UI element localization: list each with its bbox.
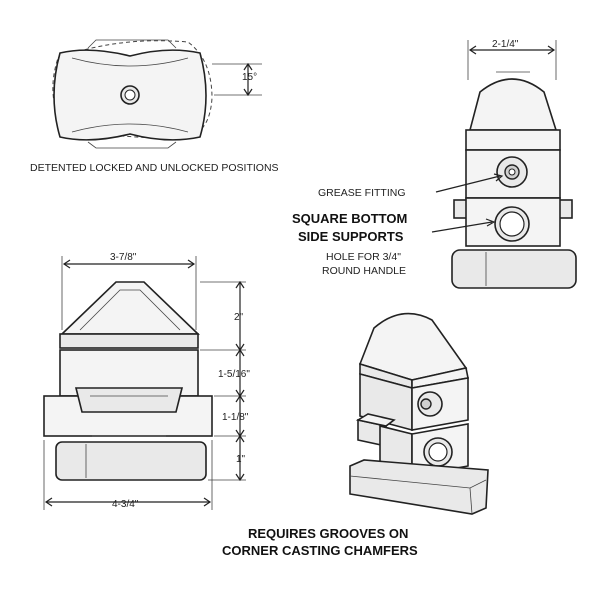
isometric-view bbox=[349, 312, 489, 515]
side-cone bbox=[468, 78, 558, 131]
base-arrow-left bbox=[44, 497, 53, 507]
hole-leader bbox=[431, 221, 493, 233]
bottom-lip bbox=[87, 141, 177, 149]
hole-leader-arrow bbox=[485, 218, 496, 227]
grease-fitting-label: GREASE FITTING bbox=[318, 187, 406, 199]
positions-caption: DETENTED LOCKED AND UNLOCKED POSITIONS bbox=[30, 162, 279, 174]
front-handle-slot bbox=[74, 387, 184, 413]
bottom-ridge bbox=[71, 123, 189, 133]
side-width-arrow-left bbox=[468, 45, 477, 55]
iso-base bbox=[349, 459, 489, 515]
cone-height-label: 2" bbox=[234, 312, 244, 323]
body-height-label: 1-5/16" bbox=[218, 369, 250, 380]
top-lip bbox=[87, 39, 177, 49]
angle-arrow-down bbox=[243, 88, 253, 97]
flange-height-label: 1-1/8" bbox=[222, 412, 249, 423]
iso-side-support-top bbox=[355, 413, 396, 427]
vdim-arrow-3 bbox=[235, 348, 245, 357]
iso-base-corner bbox=[469, 487, 473, 515]
iso-cone bbox=[358, 312, 468, 381]
center-hole-inner bbox=[124, 89, 136, 101]
front-top-width-label: 3-7/8" bbox=[110, 252, 137, 263]
front-top-arrow-left bbox=[62, 259, 71, 269]
side-collar bbox=[465, 129, 561, 151]
side-view: 2-1/4" GREASE FITTING SQUARE BOTTOM SIDE… bbox=[292, 39, 577, 289]
front-base bbox=[55, 441, 207, 481]
front-collar bbox=[59, 333, 199, 349]
vdim-arrow-1 bbox=[235, 280, 245, 289]
base-width-label: 4-3/4" bbox=[112, 499, 139, 510]
side-width-arrow-right bbox=[547, 45, 556, 55]
front-view: 3-7/8" 2" 1-5/16" 1-1/8" 1" bbox=[43, 252, 250, 510]
grease-fitting-core bbox=[508, 168, 516, 176]
vdim-arrow-8 bbox=[235, 473, 245, 482]
top-view: 15° DETENTED LOCKED AND UNLOCKED POSITIO… bbox=[30, 39, 279, 174]
angle-arrow-up bbox=[243, 62, 253, 71]
side-supports-label-2: SIDE SUPPORTS bbox=[298, 229, 404, 244]
vdim-arrow-5 bbox=[235, 394, 245, 403]
requires-grooves-line-2: CORNER CASTING CHAMFERS bbox=[222, 543, 418, 558]
hole-label-2: ROUND HANDLE bbox=[322, 265, 406, 277]
side-width-label: 2-1/4" bbox=[492, 39, 519, 50]
front-top-arrow-right bbox=[187, 259, 196, 269]
side-supports-label-1: SQUARE BOTTOM bbox=[292, 211, 407, 226]
iso-grease-fitting bbox=[420, 398, 432, 410]
iso-handle-hole bbox=[428, 442, 448, 462]
handle-hole bbox=[499, 211, 525, 237]
angle-label: 15° bbox=[242, 72, 257, 83]
front-cone-inner bbox=[79, 289, 181, 331]
hole-label-1: HOLE FOR 3/4" bbox=[326, 251, 401, 263]
side-base bbox=[451, 249, 577, 289]
grease-leader-arrow bbox=[493, 173, 504, 182]
grease-leader bbox=[435, 175, 501, 193]
top-ridge bbox=[71, 57, 189, 67]
base-arrow-right bbox=[203, 497, 212, 507]
requires-grooves-line-1: REQUIRES GROOVES ON bbox=[248, 526, 408, 541]
vdim-arrow-7 bbox=[235, 434, 245, 443]
base-height-label: 1" bbox=[236, 454, 246, 465]
